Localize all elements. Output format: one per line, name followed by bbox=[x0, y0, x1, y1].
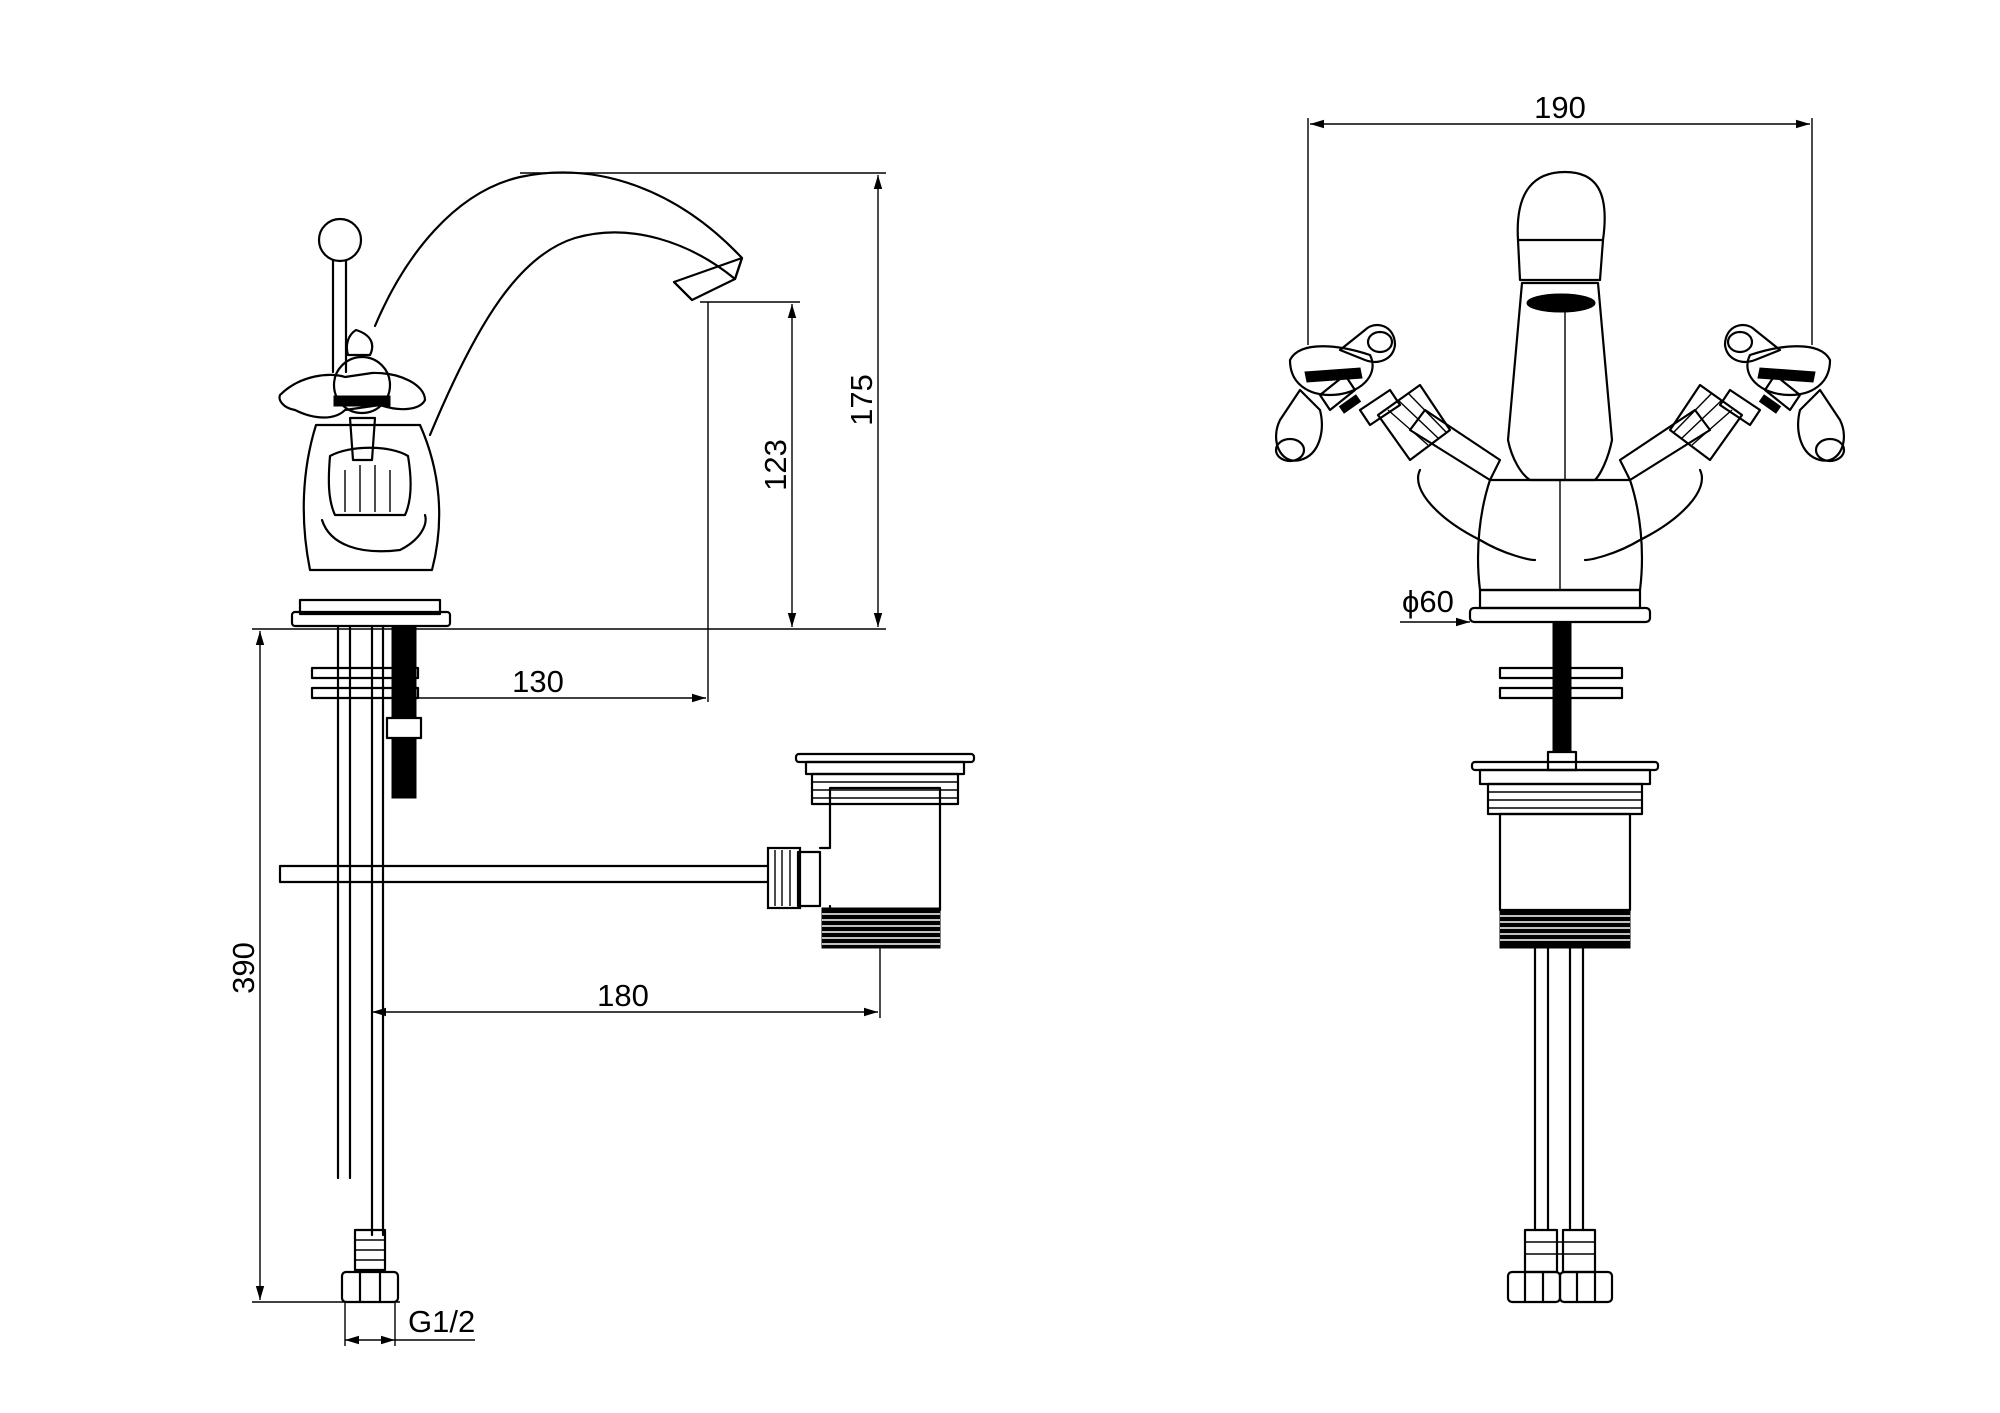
side-view-tap bbox=[278, 171, 976, 1304]
dim-123: 123 bbox=[758, 439, 793, 491]
side-view-dimensions: 130 123 175 390 180 G1/2 bbox=[226, 172, 886, 1346]
dim-130: 130 bbox=[512, 664, 564, 699]
front-view-tap bbox=[1274, 170, 1846, 1304]
dim-phi60: ϕ60 bbox=[1402, 584, 1454, 619]
front-view-dimensions: 190 ϕ60 bbox=[1307, 90, 1813, 627]
dim-175: 175 bbox=[844, 374, 879, 426]
dim-180: 180 bbox=[597, 978, 649, 1013]
dim-190: 190 bbox=[1534, 90, 1586, 125]
dim-g12: G1/2 bbox=[408, 1304, 475, 1339]
dim-390: 390 bbox=[226, 942, 261, 994]
